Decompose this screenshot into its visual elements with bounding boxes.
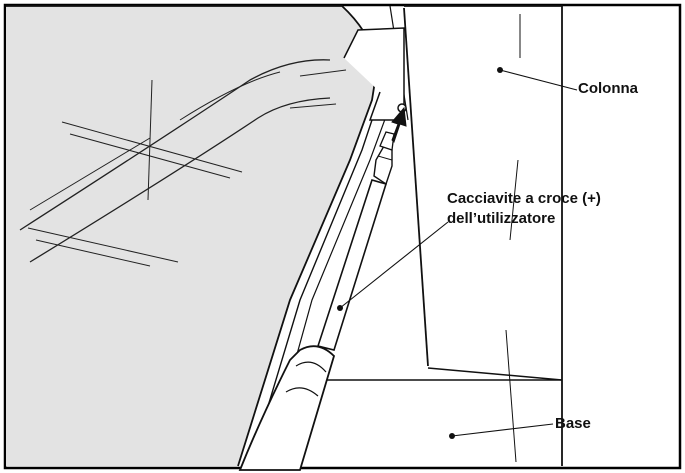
leader-cacciavite-dot — [337, 305, 343, 311]
table-top-panel — [6, 6, 378, 466]
leader-colonna — [499, 69, 578, 91]
screwdriver-tip-line — [377, 155, 393, 161]
reflection-line-6 — [299, 69, 347, 77]
leader-colonna-dot — [497, 67, 503, 73]
table-curve-2 — [29, 97, 331, 263]
column-detail-2 — [509, 159, 519, 241]
column-outline — [404, 5, 563, 466]
insert-arrow — [391, 106, 407, 143]
reflection-line-5 — [35, 239, 151, 267]
label-colonna: Colonna — [578, 80, 638, 97]
label-cacciavite-line2: dell’utilizzatore — [447, 210, 556, 227]
column-front-edge — [403, 7, 429, 367]
reflection-line-7 — [289, 103, 337, 109]
leader-base-dot — [449, 433, 455, 439]
screwdriver-handle-band — [295, 361, 327, 373]
table-curve-4 — [179, 71, 281, 121]
column-base-edge — [427, 367, 563, 381]
screwdriver-handle — [238, 345, 336, 471]
reflection-line-3 — [147, 79, 153, 201]
base-inner-line — [505, 329, 517, 463]
leader-base — [451, 423, 554, 437]
leader-cacciavite — [339, 221, 449, 309]
table-curve-1 — [19, 59, 331, 231]
screwdriver-shaft — [316, 179, 388, 351]
label-cacciavite-line1: Cacciavite a croce (+) — [447, 190, 601, 207]
reflection-line-4 — [27, 227, 179, 263]
screwdriver-handle-band-2 — [285, 387, 319, 397]
label-cacciavite: Cacciavite a croce (+) dell’utilizzatore — [447, 189, 601, 229]
reflection-line-1 — [61, 121, 243, 173]
mounting-bracket — [343, 27, 405, 121]
reflection-line-2 — [69, 133, 231, 179]
label-base: Base — [555, 415, 591, 432]
